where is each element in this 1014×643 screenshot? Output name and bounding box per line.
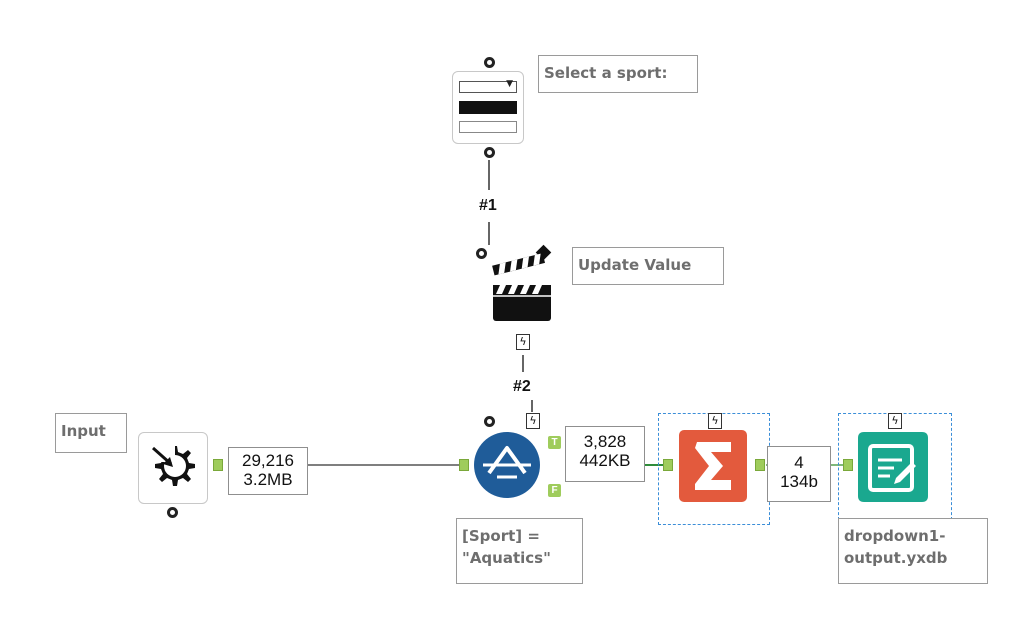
filter-size: 442KB	[579, 451, 631, 470]
update-value-annotation: Update Value	[572, 247, 724, 285]
dropdown-tool[interactable]: ▼	[452, 71, 524, 144]
input-records: 29,216	[242, 451, 294, 470]
dropdown-empty-bar	[459, 121, 517, 133]
input-record-count: 29,216 3.2MB	[228, 447, 308, 495]
filter-annotation-line-2: "Aquatics"	[462, 549, 551, 567]
input-output-port[interactable]	[213, 459, 223, 471]
dropdown-top-anchor[interactable]	[484, 57, 495, 68]
output-annotation: dropdown1- output.yxdb	[838, 518, 988, 584]
summarize-sigma-icon[interactable]	[679, 430, 747, 502]
input-annotation: Input	[55, 413, 127, 453]
filter-true-port[interactable]: T	[548, 436, 561, 449]
filter-record-count: 3,828 442KB	[565, 426, 645, 482]
dropdown-bottom-anchor[interactable]	[484, 147, 495, 158]
connection-label-1: #1	[479, 197, 497, 214]
gear-input-icon	[145, 440, 195, 486]
summarize-bolt-icon[interactable]: ϟ	[708, 413, 722, 429]
filter-icon[interactable]	[473, 431, 541, 499]
filter-records: 3,828	[583, 432, 627, 451]
output-document-icon[interactable]	[858, 432, 928, 502]
filter-bolt-icon[interactable]: ϟ	[526, 413, 540, 429]
connection-label-2: #2	[513, 378, 531, 395]
input-size: 3.2MB	[243, 470, 293, 489]
summarize-size: 134b	[780, 472, 818, 491]
clapperboard-icon[interactable]	[490, 243, 558, 325]
select-sport-annotation: Select a sport:	[538, 55, 698, 93]
output-bolt-icon[interactable]: ϟ	[888, 413, 902, 429]
dropdown-highlight-bar	[459, 101, 517, 114]
summarize-input-port[interactable]	[663, 459, 673, 471]
action-top-anchor[interactable]	[476, 248, 487, 259]
dropdown-select-icon: ▼	[459, 79, 517, 93]
chevron-down-icon: ▼	[506, 79, 513, 89]
output-annotation-line-2: output.yxdb	[844, 549, 948, 567]
output-annotation-line-1: dropdown1-	[844, 527, 946, 545]
summarize-record-count: 4 134b	[767, 446, 831, 502]
input-tool[interactable]	[138, 432, 208, 504]
summarize-output-port[interactable]	[755, 459, 765, 471]
filter-top-anchor[interactable]	[484, 416, 495, 427]
filter-false-port[interactable]: F	[548, 484, 561, 497]
filter-annotation-line-1: [Sport] =	[462, 527, 540, 545]
filter-annotation: [Sport] = "Aquatics"	[456, 518, 583, 584]
summarize-records: 4	[794, 453, 804, 472]
input-bottom-anchor[interactable]	[167, 507, 178, 518]
filter-input-port[interactable]	[459, 459, 469, 471]
output-input-port[interactable]	[843, 459, 853, 471]
action-bolt-icon[interactable]: ϟ	[516, 334, 530, 350]
